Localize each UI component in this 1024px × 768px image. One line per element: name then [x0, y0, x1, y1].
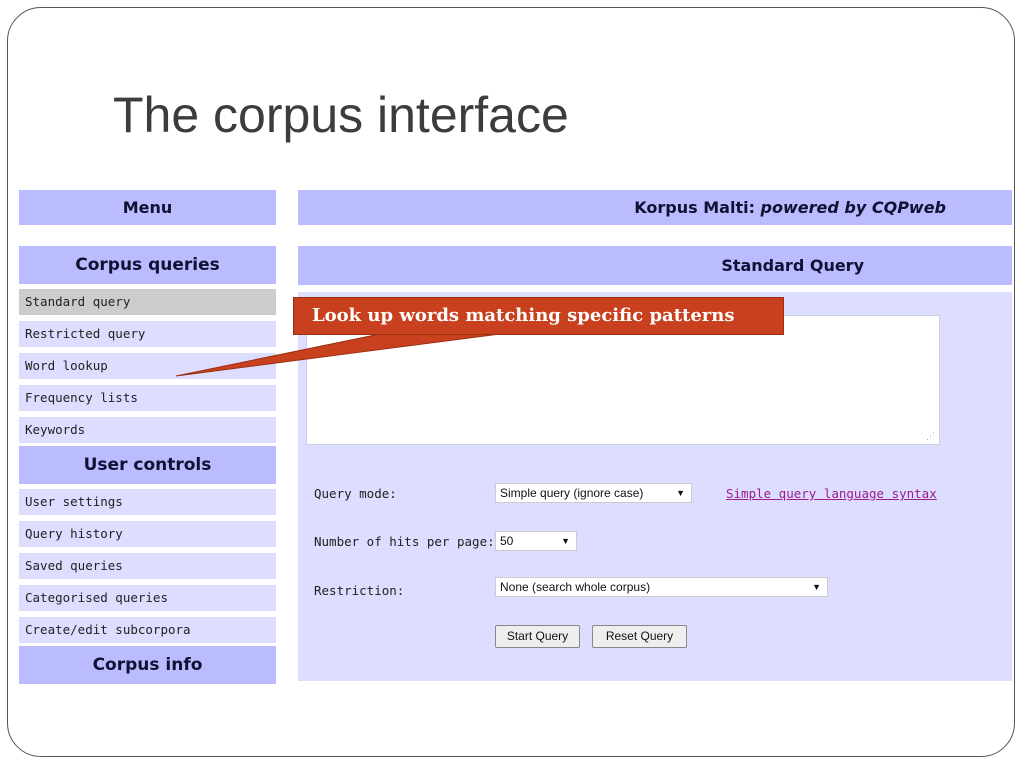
start-query-button[interactable]: Start Query: [495, 625, 580, 648]
slide-frame: [7, 7, 1015, 757]
chevron-down-icon: ▼: [561, 536, 570, 546]
app-powered-by: powered by CQPweb: [760, 198, 946, 217]
reset-query-button[interactable]: Reset Query: [592, 625, 687, 648]
menu-item-categorised-queries[interactable]: Categorised queries: [19, 585, 276, 611]
query-mode-select[interactable]: Simple query (ignore case) ▼: [495, 483, 692, 503]
menu-item-create-edit-subcorpora[interactable]: Create/edit subcorpora: [19, 617, 276, 643]
app-header: Korpus Malti: powered by CQPweb: [298, 190, 1012, 225]
menu-item-frequency-lists[interactable]: Frequency lists: [19, 385, 276, 411]
slide-title: The corpus interface: [113, 87, 569, 143]
restriction-select[interactable]: None (search whole corpus) ▼: [495, 577, 828, 597]
page-subtitle: Standard Query: [298, 246, 1012, 285]
menu-item-query-history[interactable]: Query history: [19, 521, 276, 547]
query-form-panel: ⋰ Query mode: Simple query (ignore case)…: [298, 292, 1012, 681]
menu-item-saved-queries[interactable]: Saved queries: [19, 553, 276, 579]
menu-item-restricted-query[interactable]: Restricted query: [19, 321, 276, 347]
hits-per-page-select[interactable]: 50 ▼: [495, 531, 577, 551]
query-mode-label: Query mode:: [314, 486, 397, 501]
hits-per-page-value: 50: [500, 534, 514, 548]
menu-section-user-controls: User controls: [19, 446, 276, 484]
sidebar-menu: Menu Corpus queries Standard query Restr…: [19, 190, 276, 684]
restriction-label: Restriction:: [314, 583, 405, 598]
menu-item-standard-query[interactable]: Standard query: [19, 289, 276, 315]
resize-grip-icon[interactable]: ⋰: [926, 432, 935, 442]
hits-per-page-label: Number of hits per page:: [314, 534, 495, 549]
chevron-down-icon: ▼: [812, 582, 821, 592]
menu-item-user-settings[interactable]: User settings: [19, 489, 276, 515]
menu-section-corpus-info[interactable]: Corpus info: [19, 646, 276, 684]
query-mode-value: Simple query (ignore case): [500, 486, 644, 500]
callout-box: Look up words matching specific patterns: [293, 297, 784, 335]
menu-header: Menu: [19, 190, 276, 225]
menu-item-keywords[interactable]: Keywords: [19, 417, 276, 443]
menu-section-corpus-queries: Corpus queries: [19, 246, 276, 284]
app-title: Korpus Malti:: [634, 198, 761, 217]
callout-pointer-shape: [175, 333, 501, 377]
chevron-down-icon: ▼: [676, 488, 685, 498]
restriction-value: None (search whole corpus): [500, 580, 651, 594]
syntax-help-link[interactable]: Simple query language syntax: [726, 486, 937, 501]
